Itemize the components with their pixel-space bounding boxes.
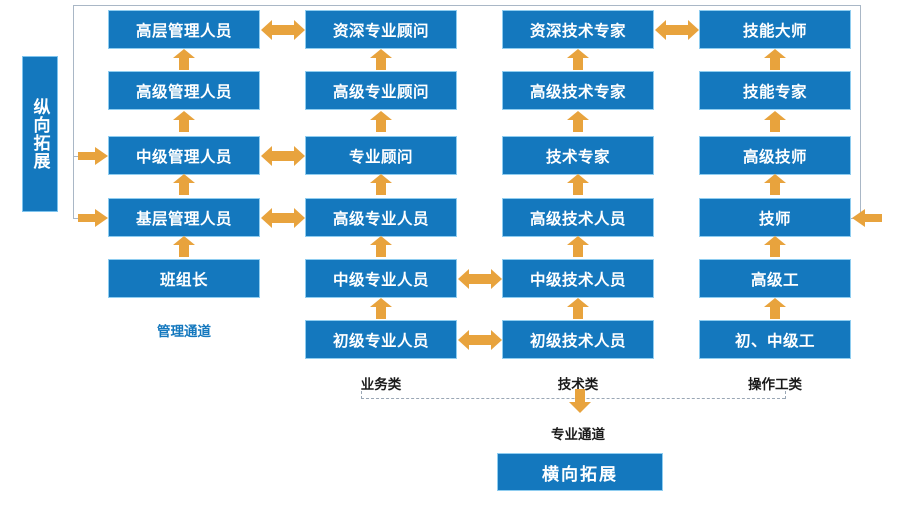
dashed-tick-left — [361, 391, 362, 399]
node-technical-6[interactable]: 初级技术人员 — [502, 320, 654, 359]
double-arrow-icon-mgmt-biz-1 — [261, 20, 305, 40]
node-operator-3[interactable]: 高级技师 — [699, 136, 851, 175]
management-channel-label: 管理通道 — [157, 324, 211, 340]
double-arrow-icon-tech-op-1 — [655, 20, 699, 40]
node-business-4[interactable]: 高级专业人员 — [305, 198, 457, 237]
up-arrow-icon-op-5 — [764, 298, 786, 319]
vertical-expansion-label: 纵向拓展 — [22, 56, 58, 212]
up-arrow-icon-op-4 — [764, 236, 786, 257]
double-arrow-icon-biz-tech-6 — [458, 330, 502, 350]
node-technical-2[interactable]: 高级技术专家 — [502, 71, 654, 110]
node-operator-4[interactable]: 技师 — [699, 198, 851, 237]
down-arrow-icon-professional-channel — [569, 389, 591, 413]
horizontal-expansion-banner: 横向拓展 — [497, 453, 663, 491]
up-arrow-icon-tech-2 — [567, 111, 589, 132]
node-business-1[interactable]: 资深专业顾问 — [305, 10, 457, 49]
up-arrow-icon-op-2 — [764, 111, 786, 132]
up-arrow-icon-mgmt-3 — [173, 174, 195, 195]
right-arrow-icon-into-mgmt-3 — [78, 147, 108, 165]
category-label-operator: 操作工类 — [748, 377, 802, 393]
professional-channel-label: 专业通道 — [551, 427, 605, 443]
node-technical-1[interactable]: 资深技术专家 — [502, 10, 654, 49]
up-arrow-icon-biz-2 — [370, 111, 392, 132]
node-operator-5[interactable]: 高级工 — [699, 259, 851, 298]
frame-top-line — [73, 5, 861, 6]
node-technical-5[interactable]: 中级技术人员 — [502, 259, 654, 298]
double-arrow-icon-biz-tech-5 — [458, 269, 502, 289]
frame-left-line — [73, 5, 74, 218]
category-label-technical: 技术类 — [557, 377, 599, 393]
up-arrow-icon-mgmt-1 — [173, 49, 195, 70]
category-label-business: 业务类 — [360, 377, 402, 393]
up-arrow-icon-op-1 — [764, 49, 786, 70]
up-arrow-icon-biz-5 — [370, 298, 392, 319]
left-arrow-icon-into-operator-4 — [852, 209, 882, 227]
node-technical-4[interactable]: 高级技术人员 — [502, 198, 654, 237]
node-management-5[interactable]: 班组长 — [108, 259, 260, 298]
node-operator-1[interactable]: 技能大师 — [699, 10, 851, 49]
up-arrow-icon-biz-1 — [370, 49, 392, 70]
up-arrow-icon-mgmt-2 — [173, 111, 195, 132]
up-arrow-icon-tech-4 — [567, 236, 589, 257]
node-management-2[interactable]: 高级管理人员 — [108, 71, 260, 110]
dashed-connector-line — [361, 398, 785, 399]
node-technical-3[interactable]: 技术专家 — [502, 136, 654, 175]
node-business-2[interactable]: 高级专业顾问 — [305, 71, 457, 110]
up-arrow-icon-biz-4 — [370, 236, 392, 257]
node-management-1[interactable]: 高层管理人员 — [108, 10, 260, 49]
frame-right-line — [860, 5, 861, 218]
node-management-3[interactable]: 中级管理人员 — [108, 136, 260, 175]
dashed-tick-right — [785, 391, 786, 399]
node-operator-6[interactable]: 初、中级工 — [699, 320, 851, 359]
node-operator-2[interactable]: 技能专家 — [699, 71, 851, 110]
right-arrow-icon-into-mgmt-4 — [78, 209, 108, 227]
node-business-3[interactable]: 专业顾问 — [305, 136, 457, 175]
up-arrow-icon-tech-3 — [567, 174, 589, 195]
node-management-4[interactable]: 基层管理人员 — [108, 198, 260, 237]
up-arrow-icon-mgmt-4 — [173, 236, 195, 257]
node-business-5[interactable]: 中级专业人员 — [305, 259, 457, 298]
up-arrow-icon-biz-3 — [370, 174, 392, 195]
node-business-6[interactable]: 初级专业人员 — [305, 320, 457, 359]
up-arrow-icon-op-3 — [764, 174, 786, 195]
up-arrow-icon-tech-1 — [567, 49, 589, 70]
double-arrow-icon-mgmt-biz-4 — [261, 208, 305, 228]
double-arrow-icon-mgmt-biz-3 — [261, 146, 305, 166]
up-arrow-icon-tech-5 — [567, 298, 589, 319]
